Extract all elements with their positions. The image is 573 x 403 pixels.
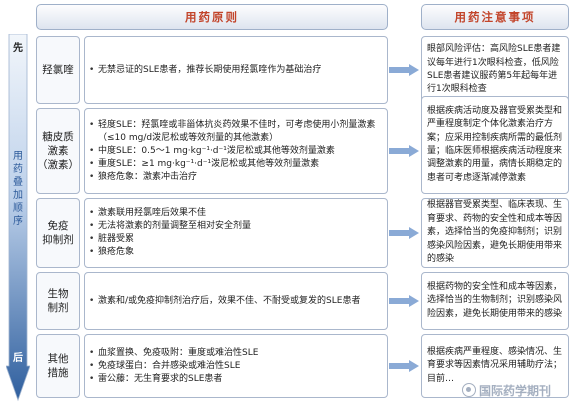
row-name: 羟氯喹 bbox=[36, 36, 80, 104]
row-glucocorticoid: 糖皮质 激素 （激素） 轻度SLE：羟氯喹或非甾体抗炎药效果不佳时，可考虑使用小… bbox=[36, 108, 388, 194]
note-other-measures: 根据疾病严重程度、感染情况、生育要求等因素情况采用辅助疗法；目前… bbox=[421, 334, 569, 398]
connector-arrow-icon bbox=[389, 227, 419, 239]
row-name: 生物 制剂 bbox=[36, 272, 80, 330]
watermark: 国际药学期刊 bbox=[462, 380, 551, 400]
bullet-item: 脏器受累 bbox=[89, 233, 381, 246]
note-hydroxychloroquine: 眼部风险评估：高风险SLE患者建议每年进行1次眼科检查，低风险SLE患者建议服药… bbox=[421, 36, 569, 104]
arrow-middle-label: 用 药 叠 加 顺 序 bbox=[13, 151, 23, 227]
bullet-item: 雷公藤：无生育要求的SLE患者 bbox=[89, 373, 381, 386]
row-other-measures: 其他 措施 血浆置换、免疫吸附：重度或难治性SLE 免疫球蛋白：合并感染或难治性… bbox=[36, 334, 388, 398]
connector-arrow-icon bbox=[389, 64, 419, 76]
arrow-start-label: 先 bbox=[13, 43, 23, 54]
note-text: 根据器官受累类型、临床表现、生育要求、药物的安全性和成本等因素，选择恰当的免疫抑… bbox=[427, 200, 563, 265]
row-hydroxychloroquine: 羟氯喹 无禁忌证的SLE患者，推荐长期使用羟氯喹作为基础治疗 bbox=[36, 36, 388, 104]
connector-arrow-icon bbox=[389, 360, 419, 372]
bullet-item: 激素和/或免疫抑制剂治疗后，效果不佳、不耐受或复发的SLE患者 bbox=[89, 295, 381, 308]
note-text: 根据疾病活动度及器官受累类型和严重程度制定个体化激素治疗方案；应采用控制疾病所需… bbox=[427, 105, 563, 183]
row-content: 无禁忌证的SLE患者，推荐长期使用羟氯喹作为基础治疗 bbox=[84, 36, 388, 104]
row-content: 激素和/或免疫抑制剂治疗后，效果不佳、不耐受或复发的SLE患者 bbox=[84, 272, 388, 330]
note-text: 根据疾病严重程度、感染情况、生育要求等因素情况采用辅助疗法；目前… bbox=[427, 346, 563, 384]
note-glucocorticoid: 根据疾病活动度及器官受累类型和严重程度制定个体化激素治疗方案；应采用控制疾病所需… bbox=[421, 96, 569, 194]
note-immunosuppressant: 根据器官受累类型、临床表现、生育要求、药物的安全性和成本等因素，选择恰当的免疫抑… bbox=[421, 198, 569, 268]
bullet-item: 免疫球蛋白：合并感染或难治性SLE bbox=[89, 360, 381, 373]
row-content: 轻度SLE：羟氯喹或非甾体抗炎药效果不佳时，可考虑使用小剂量激素（≤10 mg/… bbox=[84, 108, 388, 194]
row-name: 糖皮质 激素 （激素） bbox=[36, 108, 80, 194]
row-name: 其他 措施 bbox=[36, 334, 80, 398]
sequence-arrow-icon bbox=[6, 34, 30, 402]
bullet-item: 血浆置换、免疫吸附：重度或难治性SLE bbox=[89, 347, 381, 360]
row-immunosuppressant: 免疫 抑制剂 激素联用羟氯喹后效果不佳 无法将激素的剂量调整至相对安全剂量 脏器… bbox=[36, 198, 388, 268]
row-content: 激素联用羟氯喹后效果不佳 无法将激素的剂量调整至相对安全剂量 脏器受累 狼疮危象 bbox=[84, 198, 388, 268]
row-content: 血浆置换、免疫吸附：重度或难治性SLE 免疫球蛋白：合并感染或难治性SLE 雷公… bbox=[84, 334, 388, 398]
note-text: 根据药物的安全性和成本等因素，选择恰当的生物制剂；识别感染风险因素，避免长期使用… bbox=[427, 281, 563, 319]
note-biologic: 根据药物的安全性和成本等因素，选择恰当的生物制剂；识别感染风险因素，避免长期使用… bbox=[421, 272, 569, 330]
watermark-logo-icon bbox=[462, 383, 476, 397]
row-name: 免疫 抑制剂 bbox=[36, 198, 80, 268]
bullet-item: 重度SLE：≥1 mg·kg⁻¹·d⁻¹泼尼松或其他等效剂量激素 bbox=[89, 158, 381, 171]
bullet-item: 狼疮危象 bbox=[89, 246, 381, 259]
bullet-item: 激素联用羟氯喹后效果不佳 bbox=[89, 207, 381, 220]
watermark-text: 国际药学期刊 bbox=[479, 383, 552, 398]
connector-arrow-icon bbox=[389, 145, 419, 157]
row-biologic: 生物 制剂 激素和/或免疫抑制剂治疗后，效果不佳、不耐受或复发的SLE患者 bbox=[36, 272, 388, 330]
notes-header: 用药注意事项 bbox=[421, 4, 569, 30]
sequence-arrow: 先 用 药 叠 加 顺 序 后 bbox=[6, 34, 30, 402]
bullet-item: 中度SLE：0.5～1 mg·kg⁻¹·d⁻¹泼尼松或其他等效剂量激素 bbox=[89, 145, 381, 158]
bullet-item: 轻度SLE：羟氯喹或非甾体抗炎药效果不佳时，可考虑使用小剂量激素（≤10 mg/… bbox=[89, 119, 381, 145]
bullet-item: 无禁忌证的SLE患者，推荐长期使用羟氯喹作为基础治疗 bbox=[89, 64, 381, 77]
bullet-item: 狼疮危象：激素冲击治疗 bbox=[89, 171, 381, 184]
note-text: 眼部风险评估：高风险SLE患者建议每年进行1次眼科检查，低风险SLE患者建议服药… bbox=[427, 44, 561, 95]
bullet-item: 无法将激素的剂量调整至相对安全剂量 bbox=[89, 220, 381, 233]
arrow-end-label: 后 bbox=[13, 353, 23, 364]
connector-arrow-icon bbox=[389, 295, 419, 307]
principle-header: 用药原则 bbox=[36, 4, 388, 30]
